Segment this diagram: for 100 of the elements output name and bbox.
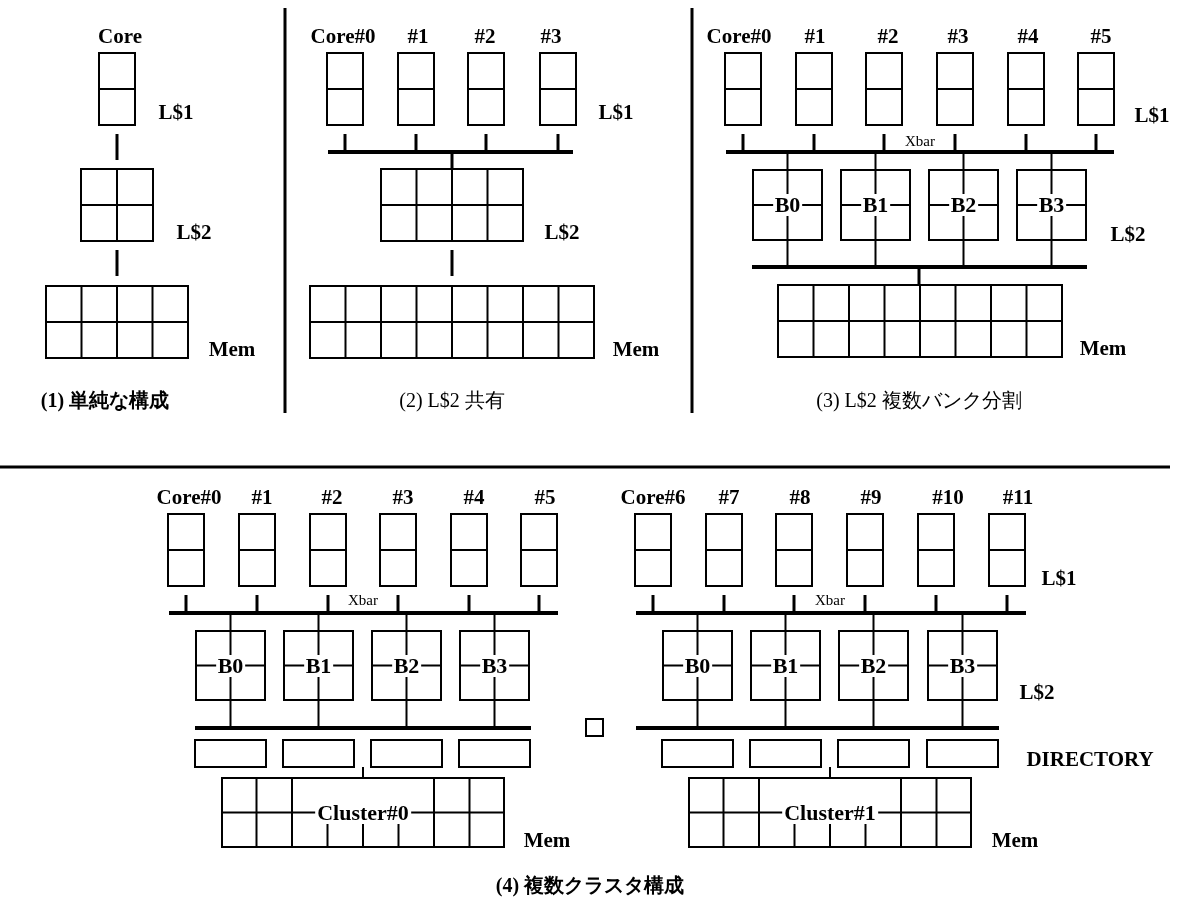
core-label: #11 [1002,486,1034,508]
core-label: #1 [804,25,826,47]
memory-label: Mem [991,829,1039,851]
link-line [962,153,965,170]
bank-label: B1 [860,194,891,216]
bank-label: B1 [770,654,801,677]
bank-label: B3 [947,654,978,677]
cache-bank-box [752,169,823,241]
core-label: #4 [1017,25,1039,47]
memory-cluster-box [688,777,972,848]
panel-caption: (1) 単純な構成 [40,390,170,410]
bank-label: B2 [858,654,889,677]
cache-level-label: L$1 [158,101,194,123]
core-label: #2 [474,25,496,47]
link-line [229,700,232,727]
cache-bank-box [662,630,733,701]
directory-label: DIRECTORY [1026,748,1154,770]
panel-caption: (2) L$2 共有 [399,390,505,410]
core-label: #1 [251,486,273,508]
core-label: Core#0 [706,25,772,47]
core-label: #3 [947,25,969,47]
cache-bank-box [283,630,354,701]
link-line [874,153,877,170]
link-line [1050,240,1053,266]
link-line [1050,153,1053,170]
bus-bar [752,265,1087,269]
core-label: #7 [718,486,740,508]
core-label: #4 [463,486,485,508]
memory-cluster-box [221,777,505,848]
crossbar-bar [636,611,1026,615]
cache-bank-box [371,630,442,701]
cache-bank-box [840,169,911,241]
cache-bank-box [927,630,998,701]
crossbar-label: Xbar [905,133,935,149]
link-line [405,700,408,727]
bank-label: B0 [682,654,713,677]
bank-label: B0 [772,194,803,216]
bank-label: B2 [391,654,422,677]
bank-label: B1 [303,654,334,677]
link-line [493,614,496,631]
link-line [874,240,877,266]
link-line [784,614,787,631]
link-line [962,240,965,266]
core-label: #3 [392,486,414,508]
core-label: Core [98,25,142,47]
core-label: #1 [407,25,429,47]
core-label: #2 [877,25,899,47]
link-line [961,614,964,631]
cache-level-label: L$1 [1134,104,1170,126]
cache-bank-box [750,630,821,701]
cache-level-label: L$2 [544,221,580,243]
cache-level-label: L$1 [1041,567,1077,589]
cache-bank-box [928,169,999,241]
memory-label: Mem [1079,337,1127,359]
core-label: #10 [932,486,964,508]
link-line [784,700,787,727]
memory-label: Mem [612,338,660,360]
cache-bank-box [195,630,266,701]
link-line [696,614,699,631]
panel-caption: (3) L$2 複数バンク分割 [816,390,1022,410]
link-line [786,153,789,170]
core-label: #9 [860,486,882,508]
link-line [229,614,232,631]
core-label: #5 [534,486,556,508]
bus-bar [195,726,531,730]
bank-label: B3 [479,654,510,677]
core-label: #8 [789,486,811,508]
core-label: #3 [540,25,562,47]
crossbar-label: Xbar [815,592,845,608]
core-label: Core#0 [310,25,376,47]
crossbar-bar [169,611,558,615]
link-line [493,700,496,727]
link-line [317,700,320,727]
crossbar-bar [726,150,1114,154]
link-line [696,700,699,727]
bank-label: B3 [1036,194,1067,216]
memory-label: Mem [523,829,571,851]
cache-level-label: L$1 [598,101,634,123]
link-line [872,700,875,727]
cache-level-label: L$2 [176,221,212,243]
cache-bank-box [838,630,909,701]
cache-level-label: L$2 [1110,223,1146,245]
bus-bar [636,726,999,730]
cache-level-label: L$2 [1019,681,1055,703]
link-line [872,614,875,631]
core-label: #5 [1090,25,1112,47]
core-label: Core#6 [620,486,686,508]
panel-caption: (4) 複数クラスタ構成 [495,875,685,895]
memory-label: Mem [208,338,256,360]
link-line [961,700,964,727]
link-line [786,240,789,266]
bank-label: B0 [215,654,246,677]
cache-bank-box [459,630,530,701]
core-label: #2 [321,486,343,508]
link-line [317,614,320,631]
cache-bank-box [1016,169,1087,241]
crossbar-label: Xbar [348,592,378,608]
bank-label: B2 [948,194,979,216]
core-label: Core#0 [156,486,222,508]
link-line [405,614,408,631]
